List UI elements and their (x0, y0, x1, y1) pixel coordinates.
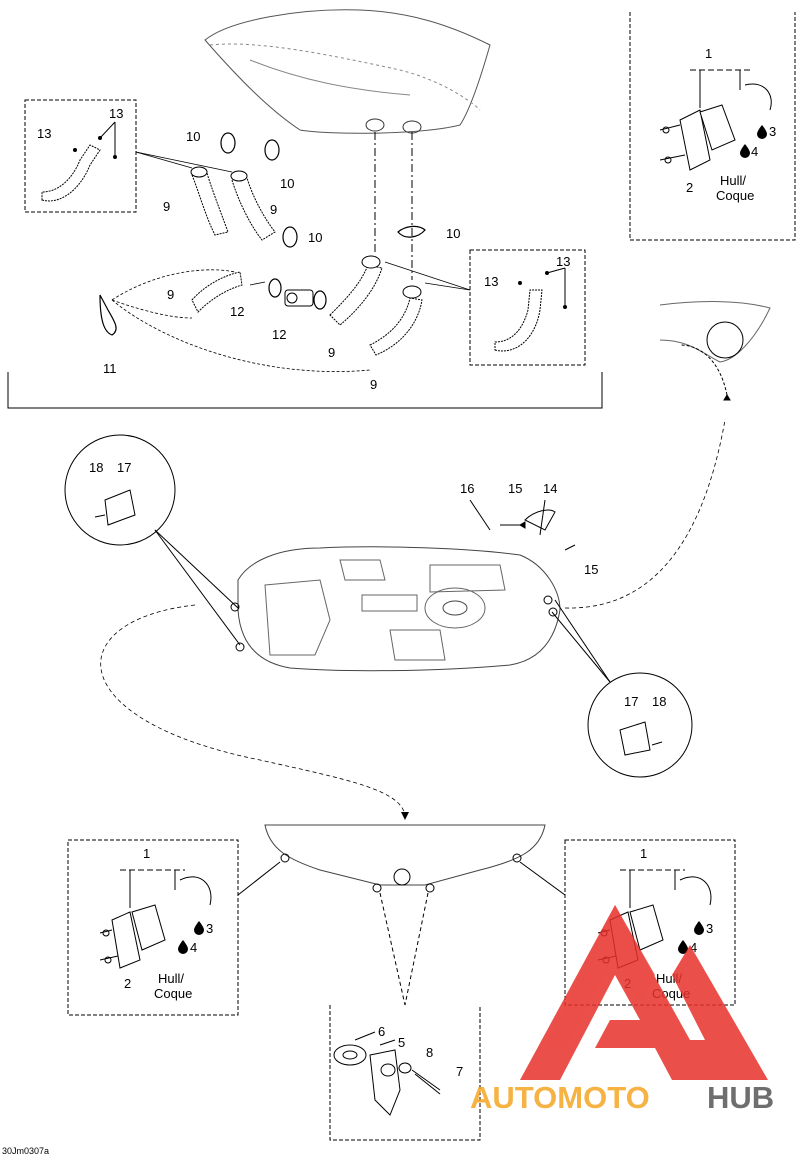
inset-mount-bottom-left (67, 839, 239, 1016)
callout-13: 13 (37, 126, 51, 141)
callout-4: 4 (190, 940, 197, 955)
hull-label: Hull/ (158, 971, 184, 986)
figure-code: 30Jm0307a (2, 1146, 49, 1156)
inset-13-left (24, 99, 137, 213)
callout-9: 9 (328, 345, 335, 360)
clamp-10-c (282, 226, 298, 248)
drop-icon (194, 921, 204, 935)
callout-14: 14 (543, 481, 557, 496)
clamp-12-a (268, 278, 282, 298)
callout-3: 3 (706, 921, 713, 936)
callout-2: 2 (686, 180, 693, 195)
inset-17-18-left (64, 434, 241, 646)
callout-1: 1 (143, 846, 150, 861)
callout-9: 9 (270, 202, 277, 217)
drop-icon (678, 940, 688, 954)
watermark-text-colored: AUTOMOTO (470, 1080, 650, 1115)
callout-17: 17 (624, 694, 638, 709)
top-leaders (111, 151, 471, 372)
coque-label: Coque (716, 188, 754, 203)
clamp-group (99, 132, 426, 336)
watermark-text-dark: HUB (707, 1080, 774, 1115)
drop-icon (740, 144, 750, 158)
callout-18: 18 (652, 694, 666, 709)
callout-10: 10 (446, 226, 460, 241)
inset-13-right (469, 249, 586, 366)
callout-9: 9 (370, 377, 377, 392)
clamp-11 (99, 294, 117, 336)
drop-glyphs (178, 125, 767, 954)
callout-13: 13 (556, 254, 570, 269)
clamp-10-d (397, 225, 426, 238)
clamp-10-b (264, 139, 280, 161)
inset-17-18-right (551, 599, 693, 778)
callout-1: 1 (640, 846, 647, 861)
callout-7: 7 (456, 1064, 463, 1079)
hull-rear-view (264, 824, 546, 886)
callout-15: 15 (508, 481, 522, 496)
callout-12: 12 (272, 327, 286, 342)
hose-9-mid (191, 271, 243, 313)
hull-bottom-view (237, 546, 561, 672)
inset-drain-plug (329, 1005, 481, 1141)
callout-1: 1 (705, 46, 712, 61)
callout-18: 18 (89, 460, 103, 475)
callout-11: 11 (103, 361, 117, 376)
drop-icon (757, 125, 767, 139)
callout-4: 4 (751, 144, 758, 159)
callout-5: 5 (398, 1035, 405, 1050)
callout-9: 9 (163, 199, 170, 214)
callout-8: 8 (426, 1045, 433, 1060)
drop-icon (694, 921, 704, 935)
callout-3: 3 (769, 124, 776, 139)
callout-9: 9 (167, 287, 174, 302)
watermark-logo: AUTOMOTO HUB (470, 905, 774, 1115)
callout-15: 15 (584, 562, 598, 577)
callout-3: 3 (206, 921, 213, 936)
drop-icon (178, 940, 188, 954)
middle-assembly (230, 499, 576, 672)
top-assembly (7, 9, 603, 409)
callout-6: 6 (378, 1024, 385, 1039)
hose-9-right (329, 264, 383, 326)
callout-12: 12 (230, 304, 244, 319)
callout-10: 10 (186, 129, 200, 144)
callout-13: 13 (109, 106, 123, 121)
clamp-10-a (220, 132, 236, 154)
callout-4: 4 (690, 940, 697, 955)
clamp-12-b (313, 290, 327, 310)
inset-mount-top-right (629, 12, 796, 401)
hose-9-upper-right (231, 174, 276, 241)
curved-leaders (100, 419, 726, 816)
hose-9-lower (369, 297, 423, 356)
hose-group (190, 166, 423, 356)
hull-label: Hull/ (720, 173, 746, 188)
callout-13: 13 (484, 274, 498, 289)
callout-17: 17 (117, 460, 131, 475)
callout-10: 10 (308, 230, 322, 245)
hose-9-upper-left (191, 169, 229, 236)
callout-labels: 1 2 3 4 1 2 3 4 1 2 3 4 5 6 7 8 9 9 9 9 … (2, 46, 776, 1156)
callout-2: 2 (124, 976, 131, 991)
callout-16: 16 (460, 481, 474, 496)
coque-label: Coque (154, 986, 192, 1001)
deck-outline (204, 9, 491, 134)
callout-10: 10 (280, 176, 294, 191)
bottom-assembly (237, 824, 566, 1006)
